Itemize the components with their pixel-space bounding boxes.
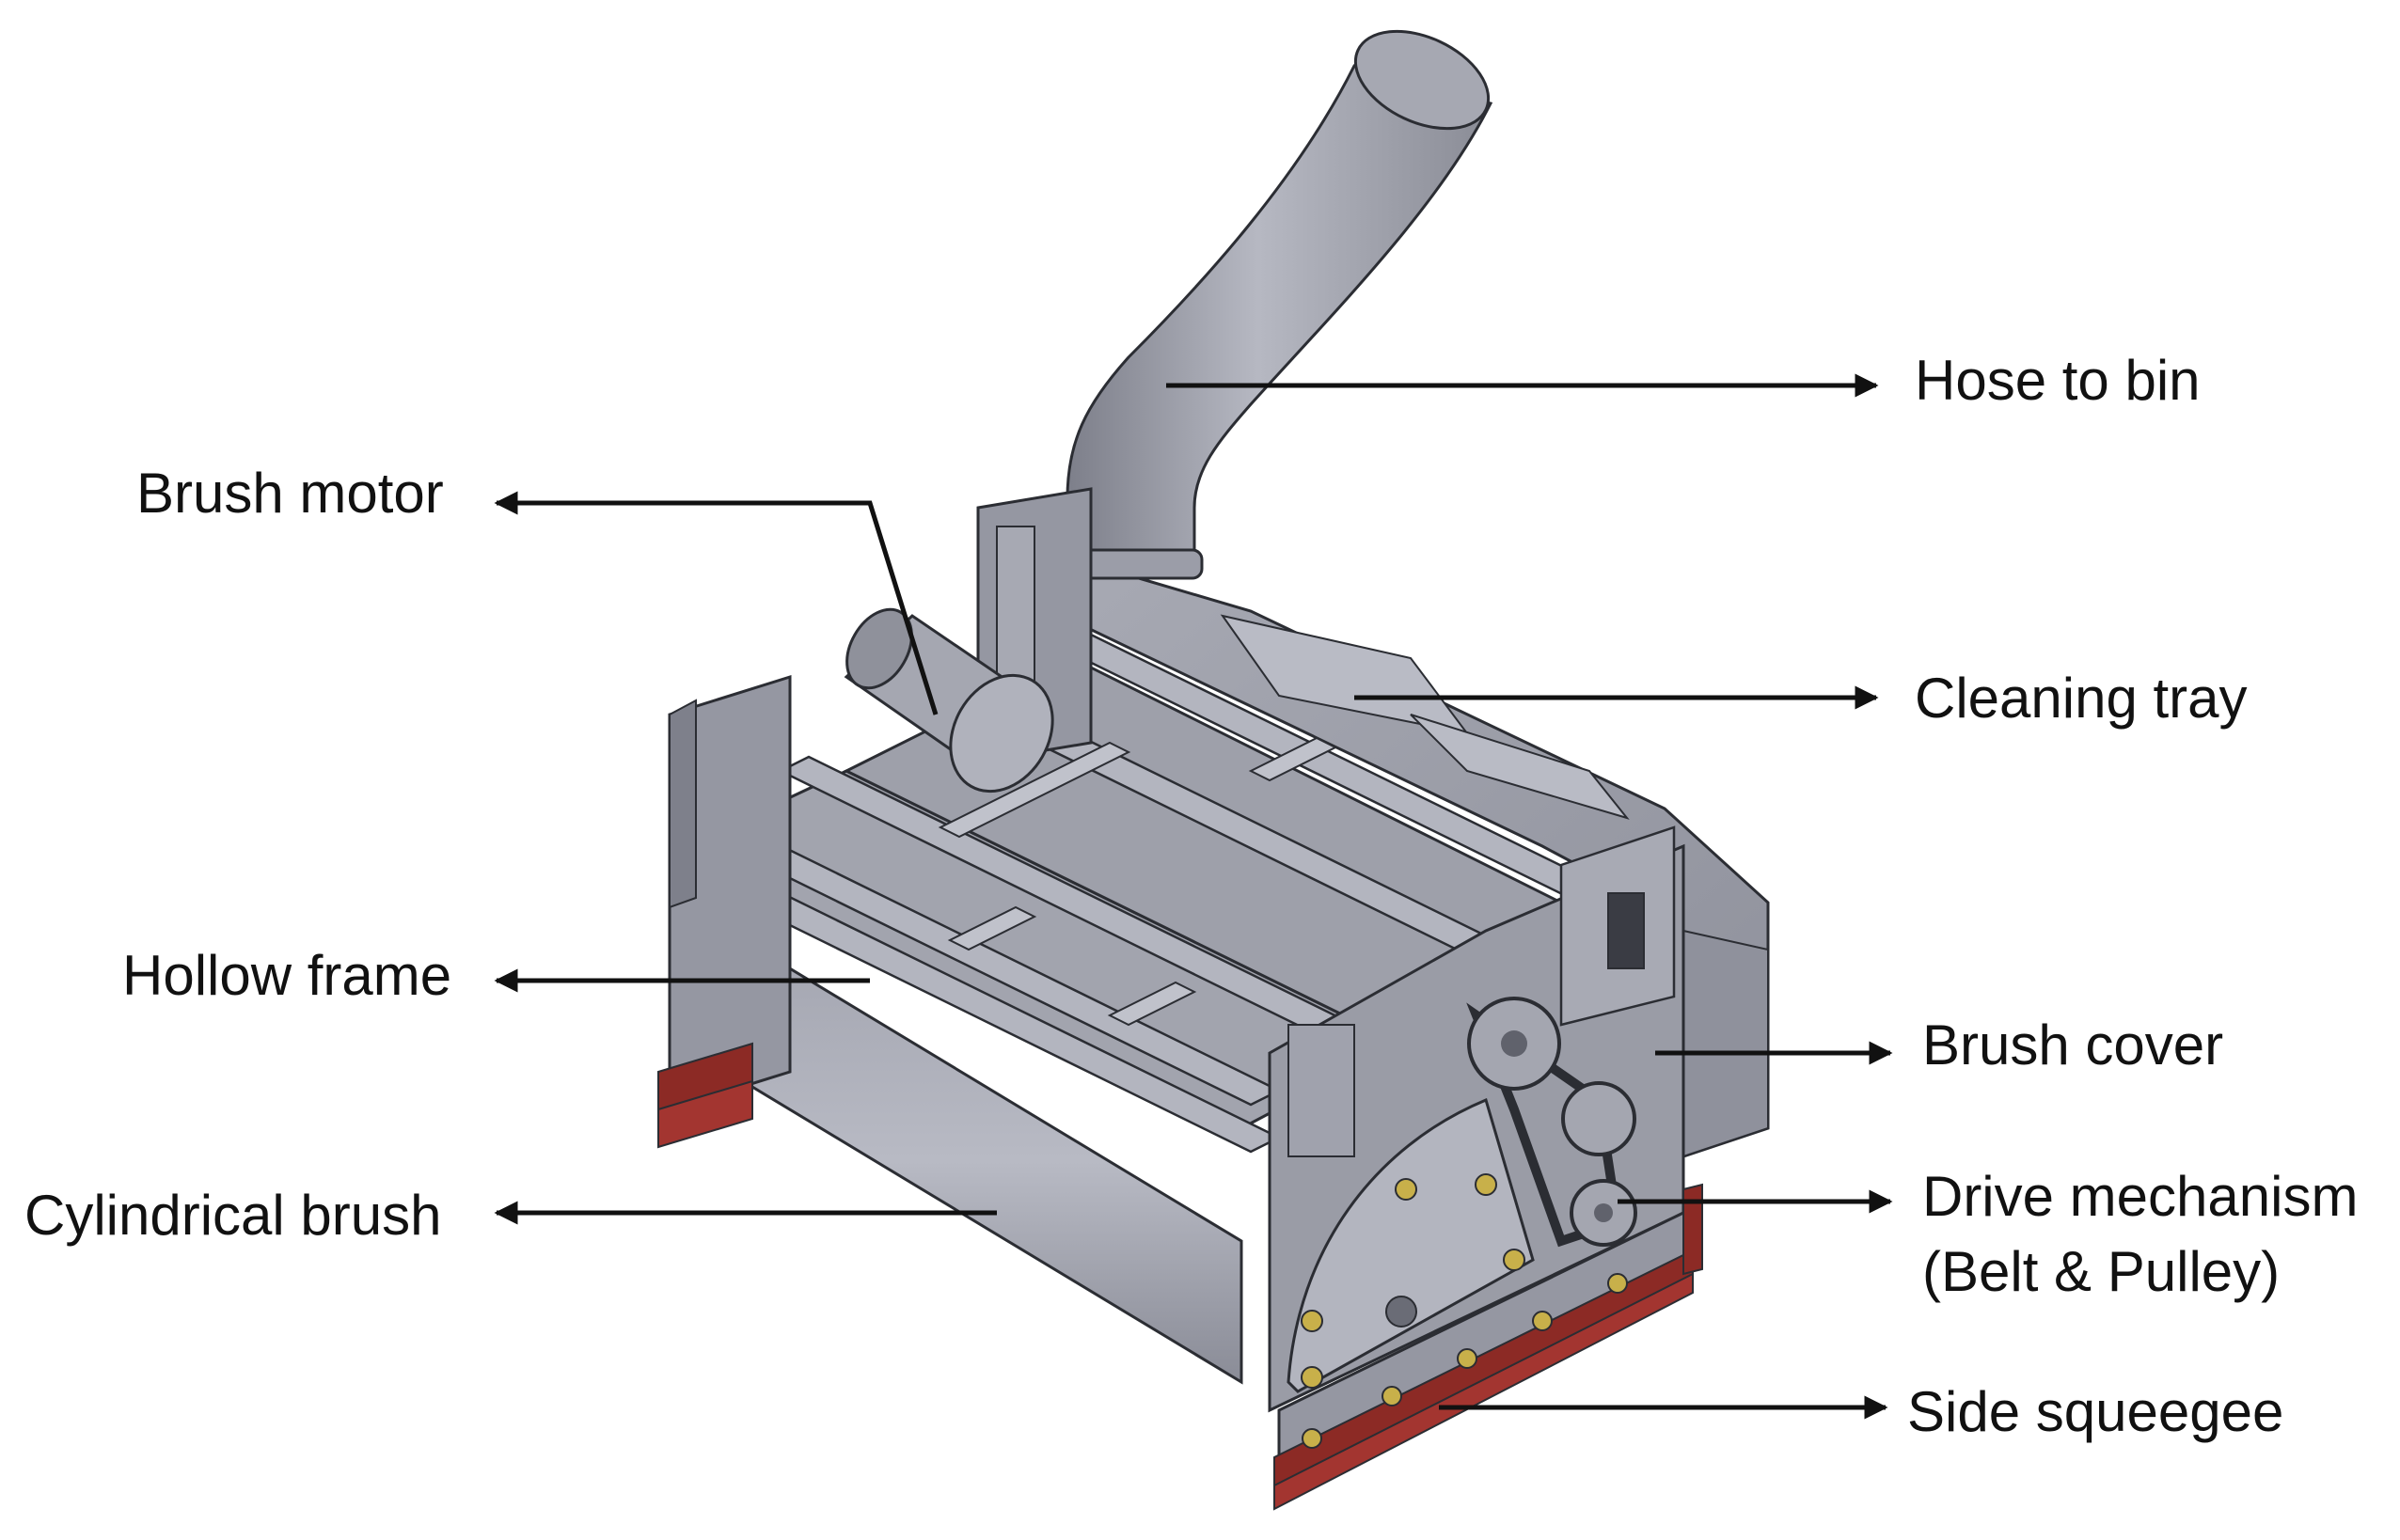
brush-motor-shape — [844, 607, 1054, 794]
arrow-brush-motor — [494, 491, 939, 715]
cover-bolts — [1301, 1173, 1525, 1389]
label-brush-cover: Brush cover — [1922, 1014, 2224, 1076]
drive-mechanism-shape — [1466, 997, 1637, 1248]
left-side-plate — [657, 674, 792, 1149]
side-squeegee-shape — [1273, 1183, 1703, 1511]
label-hose-to-bin: Hose to bin — [1915, 349, 2201, 412]
label-drive-mechanism-detail: (Belt & Pulley) — [1922, 1240, 2281, 1303]
brush-cover-shape — [1268, 825, 1685, 1413]
label-brush-motor: Brush motor — [136, 462, 444, 525]
label-cylindrical-brush: Cylindrical brush — [24, 1184, 442, 1247]
leader-arrows — [494, 373, 1893, 1420]
label-hollow-frame: Hollow frame — [122, 944, 452, 1007]
hose-shape — [1059, 29, 1493, 580]
label-side-squeegee: Side squeegee — [1907, 1380, 2284, 1443]
label-cleaning-tray: Cleaning tray — [1915, 667, 2248, 730]
label-drive-mechanism: Drive mechanism — [1922, 1165, 2359, 1228]
